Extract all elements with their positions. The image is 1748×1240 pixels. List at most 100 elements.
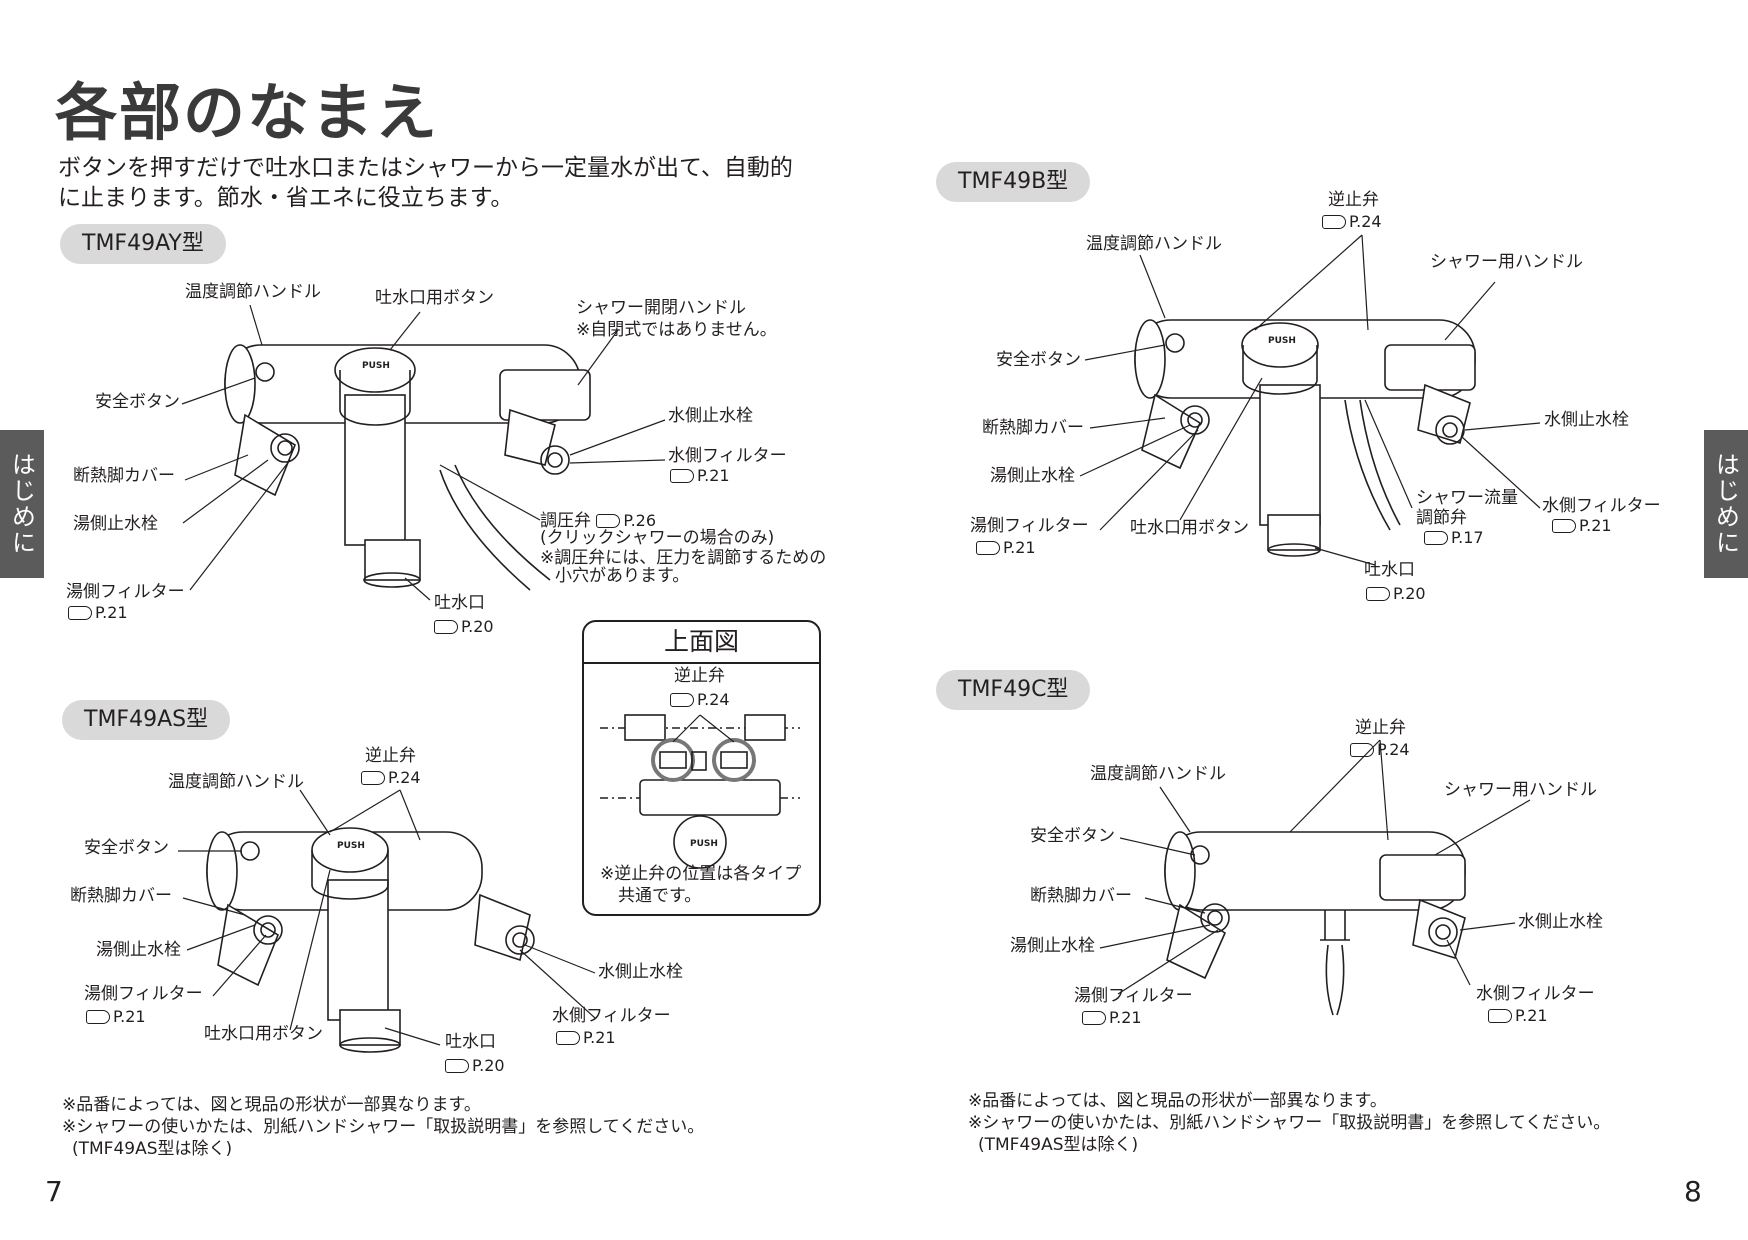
as-check-valve-label: 逆止弁 (365, 746, 416, 766)
c-hot-filter-label: 湯側フィルター (1074, 986, 1193, 1006)
ay-faucet-drawing (224, 344, 591, 591)
hand-pointer-icon (976, 540, 1000, 555)
intro-line-1: ボタンを押すだけで吐水口またはシャワーから一定量水が出て、自動的 (58, 155, 793, 181)
hand-pointer-icon (1366, 586, 1390, 601)
b-cold-filter-label: 水側フィルター (1542, 496, 1661, 516)
topview-note-1: ※逆止弁の位置は各タイプ (600, 864, 802, 884)
hand-pointer-icon (670, 692, 694, 707)
hand-pointer-icon (434, 619, 458, 634)
b-spout-ref: P.20 (1366, 584, 1426, 603)
ay-spout-ref: P.20 (434, 617, 494, 636)
c-safety-button-label: 安全ボタン (1030, 826, 1115, 846)
c-shower-handle-label: シャワー用ハンドル (1444, 780, 1597, 800)
as-cold-filter-ref: P.21 (556, 1028, 616, 1047)
as-spout-ref: P.20 (445, 1056, 505, 1075)
topview-box: 上面図 逆止弁 P.24 ※逆止弁の位置は各タイプ 共通です。 (582, 620, 821, 916)
b-hot-stop-label: 湯側止水栓 (990, 466, 1075, 486)
as-faucet-drawing (206, 827, 535, 1053)
as-hot-filter-label: 湯側フィルター (84, 984, 203, 1004)
hand-pointer-icon (1488, 1008, 1512, 1023)
b-cold-stop-label: 水側止水栓 (1544, 410, 1629, 430)
c-insulation-label: 断熱脚カバー (1030, 886, 1132, 906)
c-cold-stop-label: 水側止水栓 (1518, 912, 1603, 932)
b-faucet-drawing (1134, 319, 1476, 557)
ay-regulator-label: 調圧弁 P.26 (540, 511, 657, 531)
note-left-1: ※品番によっては、図と現品の形状が一部異なります。 (62, 1095, 481, 1115)
b-cold-filter-ref: P.21 (1552, 516, 1612, 535)
note-right-1: ※品番によっては、図と現品の形状が一部異なります。 (968, 1091, 1387, 1111)
as-insulation-label: 断熱脚カバー (70, 886, 172, 906)
as-safety-button-label: 安全ボタン (84, 838, 169, 858)
b-push-label: PUSH (1268, 336, 1296, 346)
hand-pointer-icon (596, 513, 621, 528)
ay-push-label: PUSH (362, 361, 390, 371)
page-title: 各部のなまえ (55, 76, 440, 149)
as-check-valve-ref: P.24 (361, 768, 421, 787)
topview-drawing (600, 714, 800, 869)
as-hot-stop-label: 湯側止水栓 (96, 940, 181, 960)
ay-spout-button-label: 吐水口用ボタン (375, 288, 494, 308)
hand-pointer-icon (361, 770, 385, 785)
topview-note-2: 共通です。 (618, 886, 702, 906)
hand-pointer-icon (68, 605, 92, 620)
topview-check-valve-label: 逆止弁 (674, 666, 725, 686)
c-hot-stop-label: 湯側止水栓 (1010, 936, 1095, 956)
c-hot-filter-ref: P.21 (1082, 1008, 1142, 1027)
b-check-valve-label: 逆止弁 (1328, 190, 1379, 210)
as-push-label: PUSH (337, 841, 365, 851)
side-tab-left: はじめに (0, 430, 44, 578)
c-temp-handle-label: 温度調節ハンドル (1090, 764, 1226, 784)
as-spout-button-label: 吐水口用ボタン (204, 1024, 323, 1044)
topview-push-label: PUSH (690, 839, 718, 849)
leader-lines (178, 234, 1541, 1046)
ay-cold-filter-ref: P.21 (670, 466, 730, 485)
ay-regulator-note-3: 小穴があります。 (555, 566, 690, 586)
ay-shower-handle-label: シャワー開閉ハンドル (576, 298, 746, 318)
hand-pointer-icon (670, 468, 694, 483)
hand-pointer-icon (1552, 518, 1576, 533)
topview-title: 上面図 (584, 622, 819, 664)
b-check-valve-ref: P.24 (1322, 212, 1382, 231)
b-spout-button-label: 吐水口用ボタン (1130, 518, 1249, 538)
note-left-2: ※シャワーの使いかたは、別紙ハンドシャワー「取扱説明書」を参照してください。 (62, 1117, 705, 1137)
b-hot-filter-label: 湯側フィルター (970, 516, 1089, 536)
ay-cold-filter-label: 水側フィルター (668, 446, 787, 466)
notes-right: ※品番によっては、図と現品の形状が一部異なります。 ※シャワーの使いかたは、別紙… (968, 1090, 1610, 1156)
note-right-3: (TMF49AS型は除く) (978, 1135, 1139, 1155)
ay-cold-stop-label: 水側止水栓 (668, 406, 753, 426)
ay-spout-label: 吐水口 (434, 593, 485, 613)
side-tab-right: はじめに (1704, 430, 1748, 578)
model-pill-as: TMF49AS型 (62, 700, 231, 740)
hand-pointer-icon (1322, 214, 1346, 229)
intro-line-2: に止まります。節水・省エネに役立ちます。 (58, 185, 514, 211)
ay-hot-filter-label: 湯側フィルター (66, 582, 185, 602)
model-pill-c: TMF49C型 (936, 670, 1091, 710)
as-cold-stop-label: 水側止水栓 (598, 962, 683, 982)
b-flow-valve-label-2: 調節弁 (1416, 508, 1467, 528)
ay-regulator-note-2: ※調圧弁には、圧力を調節するための (540, 548, 827, 568)
ay-temp-handle-label: 温度調節ハンドル (185, 282, 321, 302)
b-flow-valve-ref: P.17 (1424, 528, 1484, 547)
page-number-left: 7 (45, 1175, 63, 1208)
b-shower-handle-label: シャワー用ハンドル (1430, 252, 1583, 272)
hand-pointer-icon (1424, 530, 1448, 545)
c-cold-filter-label: 水側フィルター (1476, 984, 1595, 1004)
note-right-2: ※シャワーの使いかたは、別紙ハンドシャワー「取扱説明書」を参照してください。 (968, 1113, 1611, 1133)
hand-pointer-icon (445, 1058, 469, 1073)
hand-pointer-icon (86, 1009, 110, 1024)
c-faucet-drawing (1164, 831, 1466, 1016)
notes-left: ※品番によっては、図と現品の形状が一部異なります。 ※シャワーの使いかたは、別紙… (62, 1094, 704, 1160)
intro-text: ボタンを押すだけで吐水口またはシャワーから一定量水が出て、自動的 に止まります。… (58, 153, 838, 213)
c-check-valve-label: 逆止弁 (1355, 718, 1406, 738)
as-spout-label: 吐水口 (445, 1032, 496, 1052)
b-flow-valve-label-1: シャワー流量 (1416, 488, 1518, 508)
b-spout-label: 吐水口 (1364, 560, 1415, 580)
ay-regulator-note-1: (クリックシャワーの場合のみ) (540, 528, 775, 548)
ay-insulation-label: 断熱脚カバー (73, 466, 175, 486)
topview-check-valve-ref: P.24 (670, 690, 730, 709)
ay-shower-handle-note: ※自閉式ではありません。 (576, 320, 777, 340)
as-cold-filter-label: 水側フィルター (552, 1006, 671, 1026)
c-check-valve-ref: P.24 (1350, 740, 1410, 759)
page-number-right: 8 (1684, 1175, 1702, 1208)
